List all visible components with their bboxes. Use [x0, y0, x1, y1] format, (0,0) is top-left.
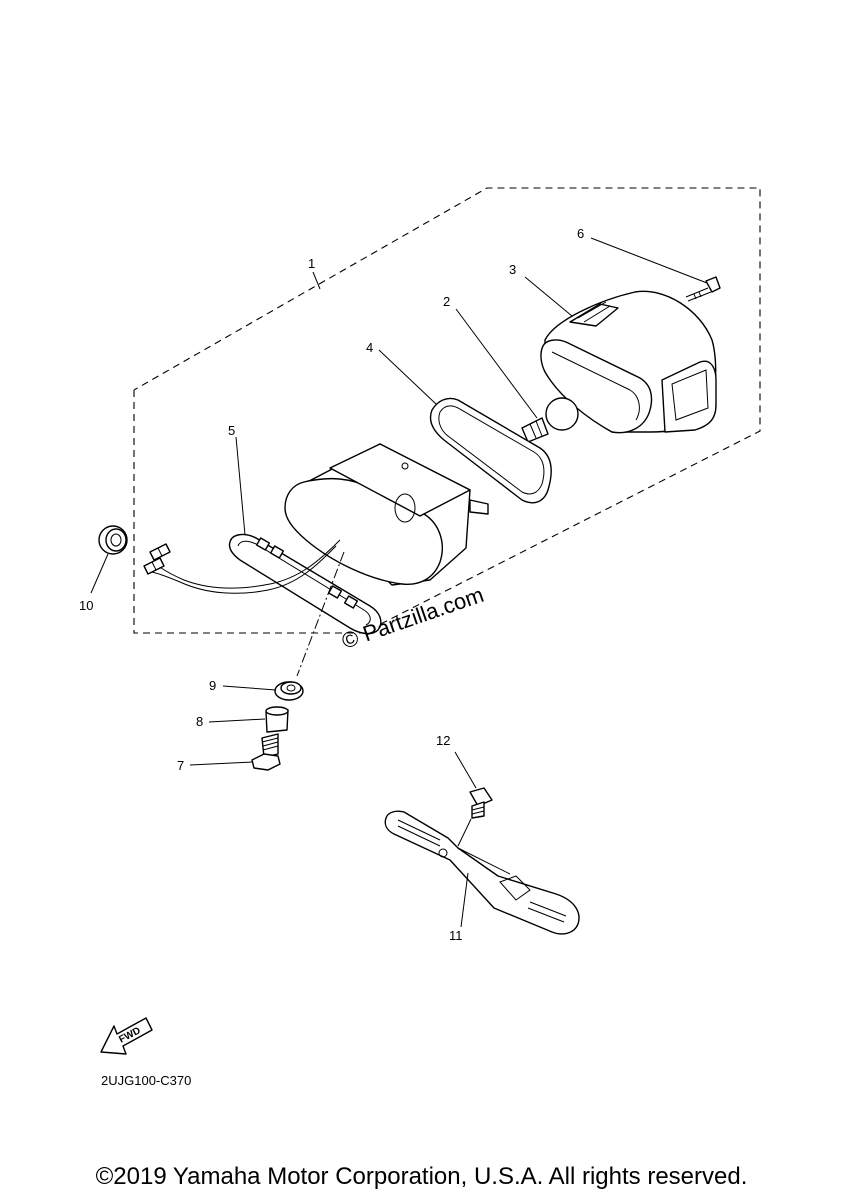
part-10-grommet[interactable] [90, 525, 128, 594]
part-11-bracket[interactable] [384, 810, 580, 935]
part-7-bolt[interactable] [189, 733, 281, 771]
callout-10: 10 [79, 598, 93, 613]
callout-11: 11 [449, 928, 463, 943]
part-housing[interactable] [284, 443, 489, 586]
callout-5: 5 [228, 423, 235, 438]
fwd-arrow-icon: FWD [100, 1017, 153, 1055]
callout-4: 4 [366, 340, 373, 355]
part-8-collar[interactable] [208, 706, 289, 733]
part-2-bulb[interactable] [455, 308, 579, 443]
assembly-centerline [296, 551, 345, 677]
callout-2: 2 [443, 294, 450, 309]
part-4-gasket[interactable] [378, 349, 552, 504]
part-12-bolt[interactable] [454, 751, 493, 847]
callout-6: 6 [577, 226, 584, 241]
callout-1[interactable]: 1 [308, 256, 321, 290]
svg-text:1: 1 [308, 256, 315, 271]
diagram-code: 2UJG100-C370 [101, 1073, 192, 1088]
part-6-screw[interactable] [590, 237, 721, 302]
callout-9: 9 [209, 678, 216, 693]
part-9-grommet[interactable] [222, 681, 304, 701]
copyright-notice: ©2019 Yamaha Motor Corporation, U.S.A. A… [95, 1163, 748, 1190]
callout-12: 12 [436, 733, 450, 748]
callout-7: 7 [177, 758, 184, 773]
callout-8: 8 [196, 714, 203, 729]
assembly-boundary [133, 187, 761, 634]
part-3-lens[interactable] [524, 276, 717, 434]
part-5-base-plate[interactable] [143, 436, 382, 635]
callout-3: 3 [509, 262, 516, 277]
